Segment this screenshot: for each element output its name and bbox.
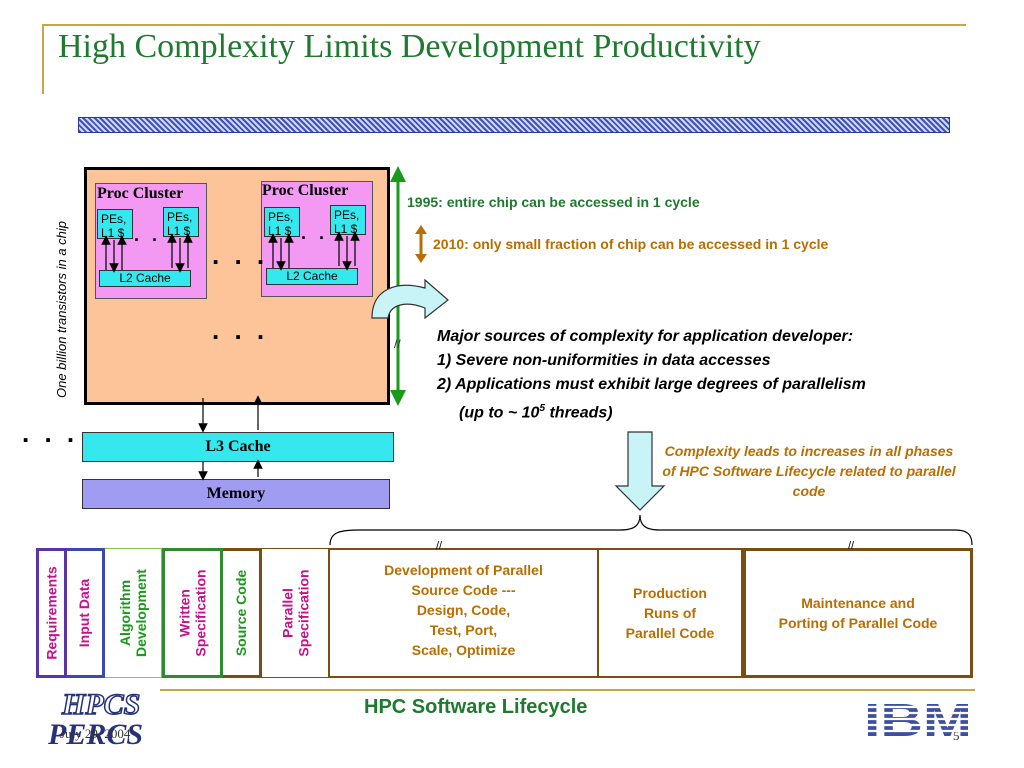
- proc-cluster-1-label: Proc Cluster: [97, 185, 184, 202]
- phase-written-spec: Written Specification: [162, 548, 223, 678]
- hpcs-logo-icon: HPCS PERCS: [47, 687, 143, 751]
- phase-source-code: Source Code: [223, 548, 262, 678]
- memory: Memory: [82, 479, 390, 509]
- phase-maintenance: Maintenance and Porting of Parallel Code: [743, 548, 973, 678]
- page-title: High Complexity Limits Development Produ…: [58, 28, 761, 65]
- l2-cache-2: L2 Cache: [266, 268, 358, 285]
- chip-dots-bottom: . . .: [212, 315, 269, 345]
- complexity-heading: Major sources of complexity for applicat…: [437, 328, 854, 345]
- phase-input-data-label: Input Data: [76, 578, 93, 648]
- complexity-text: Major sources of complexity for applicat…: [437, 325, 866, 425]
- footer-date: July 29, 2004: [60, 726, 131, 741]
- hpcs-percs-logo: HPCS PERCS: [44, 684, 162, 751]
- complexity-item-1: 1) Severe non-uniformities in data acces…: [437, 352, 771, 369]
- title-frame-left: [42, 24, 44, 94]
- chip-dots-right: . . .: [212, 240, 269, 270]
- phase-development: Development of Parallel Source Code --- …: [328, 548, 598, 678]
- left-dots: . . .: [22, 418, 79, 448]
- phase-requirements-label: Requirements: [43, 566, 60, 660]
- phase-written-spec-label: Written Specification: [176, 569, 209, 657]
- proc-cluster-2-label: Proc Cluster: [262, 182, 349, 199]
- phase-production: Production Runs of Parallel Code: [597, 548, 743, 678]
- break-mark-1: //: [436, 540, 443, 552]
- note-2010: 2010: only small fraction of chip can be…: [433, 236, 829, 252]
- phase-parallel-spec-label: Parallel Specification: [279, 569, 312, 657]
- l3-cache: L3 Cache: [82, 432, 394, 462]
- svg-text:PERCS: PERCS: [47, 718, 143, 750]
- phase-source-code-label: Source Code: [233, 569, 250, 657]
- phase-maintenance-label: Maintenance and Porting of Parallel Code: [778, 595, 938, 631]
- svg-text://: //: [394, 337, 401, 351]
- phase-development-label: Development of Parallel Source Code --- …: [384, 562, 543, 658]
- threads-post: threads): [545, 404, 613, 422]
- fraction-arrow: [415, 225, 427, 263]
- hatched-divider: [78, 117, 950, 133]
- page-number: 5: [953, 728, 960, 743]
- phase-algorithm-label: Algorithm Development: [117, 569, 150, 657]
- phase-production-label: Production Runs of Parallel Code: [625, 585, 715, 641]
- complexity-item-2b: (up to ~ 105 threads): [437, 397, 866, 425]
- ibm-logo: IBM: [862, 694, 978, 746]
- footer-line: [160, 689, 975, 691]
- lifecycle-brace: [329, 514, 973, 546]
- cluster-dots: . . .: [301, 223, 347, 243]
- phase-input-data: Input Data: [67, 548, 105, 678]
- title-frame-top: [42, 24, 966, 26]
- lifecycle-title: HPC Software Lifecycle: [364, 696, 588, 718]
- pe-box: PEs, L1 $: [163, 207, 199, 238]
- complexity-item-2: 2) Applications must exhibit large degre…: [437, 376, 866, 393]
- pe-box: PEs, L1 $: [264, 207, 300, 238]
- curved-arrow-icon: [371, 278, 449, 320]
- ibm-logo-icon: IBM: [862, 694, 978, 746]
- threads-exponent: 5: [539, 403, 546, 414]
- lifecycle-note: Complexity leads to increases in all pha…: [662, 443, 956, 499]
- phase-requirements: Requirements: [36, 548, 67, 678]
- pe-box: PEs, L1 $: [97, 209, 133, 240]
- note-1995: 1995: entire chip can be accessed in 1 c…: [407, 194, 700, 210]
- l2-cache-1: L2 Cache: [99, 270, 191, 287]
- pe-arrows: [101, 231, 360, 481]
- break-mark-2: //: [848, 540, 855, 552]
- phase-algorithm: Algorithm Development: [105, 548, 162, 678]
- cluster-dots: . . .: [134, 225, 180, 245]
- threads-pre: (up to ~ 10: [459, 404, 540, 422]
- phase-parallel-spec: Parallel Specification: [262, 548, 330, 678]
- down-arrow-icon: [614, 431, 666, 511]
- svg-text:HPCS: HPCS: [61, 688, 140, 721]
